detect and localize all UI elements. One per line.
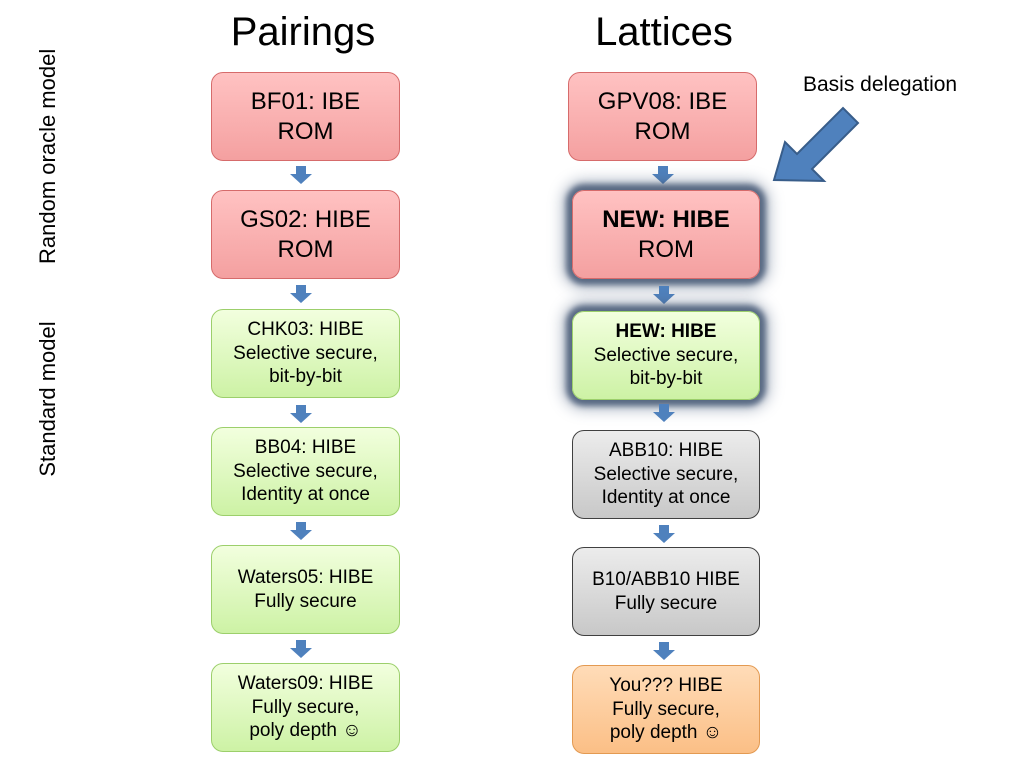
lattices-box-hew-hibe: HEW: HIBE Selective secure, bit-by-bit xyxy=(572,311,760,400)
box-detail: Fully secure, xyxy=(251,696,360,718)
down-arrow-icon xyxy=(653,525,675,543)
box-title: GS02: HIBE xyxy=(240,205,371,233)
box-title: Waters09: HIBE xyxy=(237,672,374,694)
box-detail: poly depth ☺ xyxy=(249,720,362,742)
box-detail: ROM xyxy=(634,117,691,145)
box-detail: Selective secure, xyxy=(593,463,739,485)
pairings-column-title: Pairings xyxy=(230,10,376,54)
down-arrow-icon xyxy=(290,166,312,184)
lattices-box-open-problem: You??? HIBE Fully secure, poly depth ☺ xyxy=(572,665,760,754)
box-detail: poly depth ☺ xyxy=(609,722,723,744)
box-detail: Identity at once xyxy=(601,487,731,509)
standard-model-label: Standard model xyxy=(35,321,60,477)
box-detail: Fully secure xyxy=(254,590,357,612)
box-detail: Identity at once xyxy=(241,484,370,506)
box-title: ABB10: HIBE xyxy=(608,439,724,461)
box-detail: ROM xyxy=(277,235,334,263)
box-title: Waters05: HIBE xyxy=(237,566,374,588)
lattices-box-new-hibe-rom: NEW: HIBE ROM xyxy=(572,190,760,279)
box-detail: bit-by-bit xyxy=(269,366,342,388)
down-arrow-icon xyxy=(652,166,674,184)
box-title: NEW: HIBE xyxy=(602,205,730,233)
box-detail: ROM xyxy=(638,235,694,263)
box-title: GPV08: IBE xyxy=(597,87,728,115)
down-arrow-icon xyxy=(653,286,675,304)
lattices-column-title: Lattices xyxy=(595,10,733,54)
pairings-box-chk03: CHK03: HIBE Selective secure, bit-by-bit xyxy=(211,309,400,398)
down-arrow-icon xyxy=(290,640,312,658)
box-detail: Fully secure xyxy=(614,592,718,614)
box-title: BB04: HIBE xyxy=(254,436,357,458)
down-arrow-icon xyxy=(653,642,675,660)
box-detail: ROM xyxy=(277,117,334,145)
down-arrow-icon xyxy=(290,405,312,423)
box-title: BF01: IBE xyxy=(250,87,361,115)
box-title: B10/ABB10 HIBE xyxy=(592,568,740,590)
box-detail: Fully secure, xyxy=(612,698,720,720)
basis-delegation-label: Basis delegation xyxy=(803,73,958,96)
down-arrow-icon xyxy=(290,285,312,303)
box-title: CHK03: HIBE xyxy=(247,318,364,340)
pairings-box-bb04: BB04: HIBE Selective secure, Identity at… xyxy=(211,427,400,516)
pairings-box-waters09: Waters09: HIBE Fully secure, poly depth … xyxy=(211,663,400,752)
box-detail: Selective secure, xyxy=(233,460,378,482)
down-arrow-icon xyxy=(653,404,675,422)
lattices-box-b10-abb10: B10/ABB10 HIBE Fully secure xyxy=(572,547,760,636)
lattices-box-gpv08: GPV08: IBE ROM xyxy=(568,72,757,161)
random-oracle-model-label: Random oracle model xyxy=(35,48,60,264)
lattices-box-abb10: ABB10: HIBE Selective secure, Identity a… xyxy=(572,430,760,519)
box-title: You??? HIBE xyxy=(609,674,723,696)
box-title: HEW: HIBE xyxy=(615,320,717,342)
box-detail: bit-by-bit xyxy=(629,368,703,390)
pairings-box-gs02: GS02: HIBE ROM xyxy=(211,190,400,279)
callout-arrow-icon xyxy=(772,106,860,183)
box-detail: Selective secure, xyxy=(593,344,739,366)
down-arrow-icon xyxy=(290,522,312,540)
pairings-box-bf01: BF01: IBE ROM xyxy=(211,72,400,161)
pairings-box-waters05: Waters05: HIBE Fully secure xyxy=(211,545,400,634)
box-detail: Selective secure, xyxy=(233,342,378,364)
